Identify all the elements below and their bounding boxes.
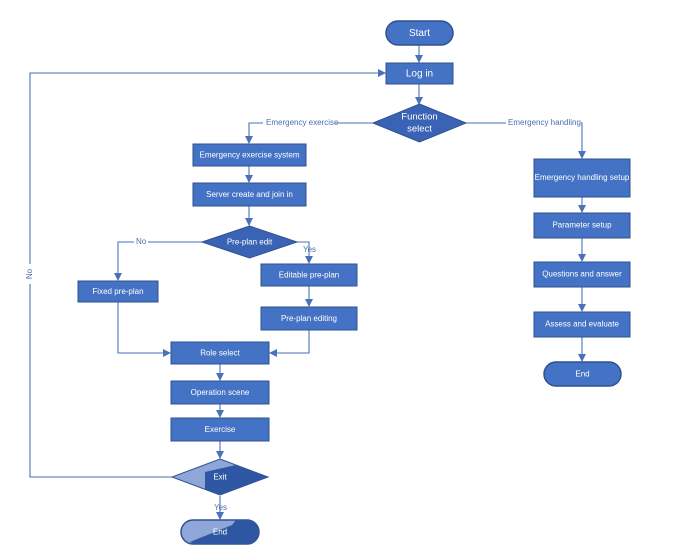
edge-preplan-yes [297,241,313,264]
exit-diamond: Exit [170,458,270,496]
label-preplan-no: No [136,237,147,246]
end-right-label: End [575,370,589,379]
parameter-setup-box: Parameter setup [533,212,631,239]
start-terminal: Start [385,20,454,46]
function-select-diamond: Function select [371,103,468,143]
edge-editing-to-role [269,330,310,357]
edge-function-to-handling-setup [466,122,586,159]
role-select-label: Role select [200,349,240,358]
editable-preplan-box: Editable pre-plan [260,263,358,287]
fixed-preplan-box: Fixed pre-plan [77,280,159,303]
login-label: Log in [406,69,433,80]
server-create-label: Server create and join in [206,190,293,199]
label-emergency-handling: Emergency handling [508,118,581,127]
operation-scene-box: Operation scene [170,380,270,405]
label-bg-emergency-handling [506,117,581,129]
emergency-handling-setup-box: Emergency handling setup [533,158,631,198]
exercise-label: Exercise [205,425,236,434]
end-terminal-left: End [180,519,260,545]
end-left-label: End [213,528,227,537]
function-select-label-line1: Function [401,112,437,123]
parameter-setup-label: Parameter setup [552,221,612,230]
end-terminal-right: End [543,361,622,387]
preplan-editing-label: Pre-plan editing [281,314,337,323]
start-label: Start [409,28,430,39]
exit-label: Exit [213,473,227,482]
preplan-editing-box: Pre-plan editing [260,306,358,331]
operation-scene-label: Operation scene [191,388,250,397]
function-select-label-line2: select [407,124,432,135]
label-exit-yes: Yes [214,503,227,512]
preplan-edit-label: Pre-plan edit [227,238,273,247]
label-preplan-yes: Yes [303,245,316,254]
emergency-exercise-system-box: Emergency exercise system [192,143,307,167]
questions-answer-box: Questions and answer [533,261,631,288]
assess-evaluate-box: Assess and evaluate [533,311,631,338]
role-select-box: Role select [170,341,270,365]
emergency-handling-setup-label: Emergency handling setup [535,173,630,182]
nodes: Start Log in Function select Emergency e… [77,20,631,545]
emergency-exercise-system-label: Emergency exercise system [199,151,299,160]
label-bg-preplan-no [134,236,148,247]
preplan-edit-diamond: Pre-plan edit [200,225,299,259]
fixed-preplan-label: Fixed pre-plan [92,287,143,296]
edge-labels: Emergency exercise Emergency handling No… [24,117,581,512]
label-bg-emergency-exercise [263,117,335,129]
login-box: Log in [385,62,454,85]
edge-preplan-no [114,241,202,281]
label-emergency-exercise: Emergency exercise [266,118,339,127]
edge-fixed-to-role [117,302,171,357]
questions-answer-label: Questions and answer [542,270,622,279]
label-bg-exit-no [24,264,36,284]
server-create-box: Server create and join in [192,182,307,207]
exercise-box: Exercise [170,417,270,442]
editable-preplan-label: Editable pre-plan [279,271,339,280]
assess-evaluate-label: Assess and evaluate [545,320,619,329]
label-exit-no: No [25,268,34,279]
